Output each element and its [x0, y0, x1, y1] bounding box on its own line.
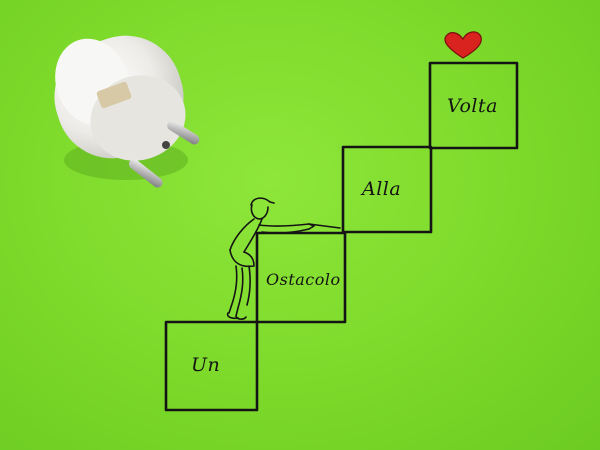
step-word-ostacolo: Ostacolo: [266, 270, 341, 289]
step-box-ostacolo: [255, 231, 347, 324]
plug-adapter: [54, 35, 200, 188]
step-box-un: [164, 320, 259, 412]
plug-pin-upper: [167, 120, 200, 145]
pushing-man-figure: [226, 197, 341, 320]
heart-icon: [444, 31, 482, 59]
step-box-alla: [341, 145, 433, 234]
plug-pin-lower: [128, 159, 163, 188]
step-word-volta: Volta: [447, 95, 498, 117]
step-word-un: Un: [191, 354, 221, 376]
step-box-volta: [428, 61, 519, 150]
step-word-alla: Alla: [362, 178, 402, 200]
